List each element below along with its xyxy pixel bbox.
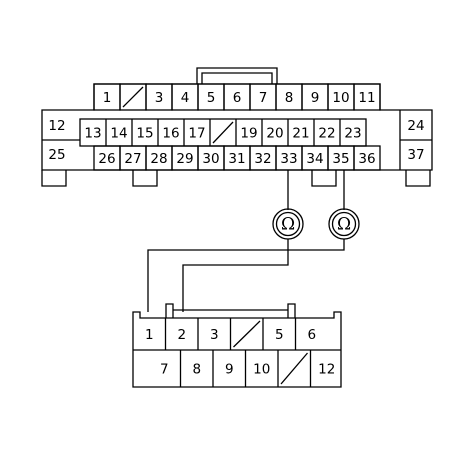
wire-meter2-to-pin1 bbox=[147, 239, 345, 312]
upper-foot-middle bbox=[132, 170, 158, 187]
lower-row1-cells: 1 2 3 5 6 bbox=[145, 318, 316, 350]
lower-row1-pin-2-label: 2 bbox=[177, 327, 186, 343]
upper-foot-right-end bbox=[405, 170, 431, 187]
upper-row1-pin-8-label: 8 bbox=[285, 90, 294, 106]
lower-latch-bar bbox=[165, 303, 296, 318]
upper-row3-pin-34-label: 34 bbox=[306, 151, 323, 167]
upper-foot-right bbox=[311, 170, 337, 187]
upper-row1-pin-10-label: 10 bbox=[332, 90, 349, 106]
lower-row1-pin-6-label: 6 bbox=[307, 327, 316, 343]
upper-row2-pin-19-label: 19 bbox=[240, 126, 257, 142]
lower-row1-pin-3-label: 3 bbox=[210, 327, 219, 343]
lower-row2-pin-9-label: 9 bbox=[225, 362, 234, 378]
upper-row2-pin-16-label: 16 bbox=[162, 126, 179, 142]
ohmmeter-2-symbol: Ω bbox=[337, 215, 351, 235]
upper-row2-pin-21-label: 21 bbox=[292, 126, 309, 142]
upper-row3-pin-32-label: 32 bbox=[254, 151, 271, 167]
upper-row3-pin-28-label: 28 bbox=[150, 151, 167, 167]
upper-row3-pin-26-label: 26 bbox=[98, 151, 115, 167]
upper-row1-pin-5-label: 5 bbox=[207, 90, 216, 106]
pin-24-label: 24 bbox=[407, 118, 424, 134]
lower-row2-pin-12-label: 12 bbox=[318, 362, 335, 378]
lower-row2-unused-pin-slash bbox=[280, 352, 308, 385]
upper-row3-pin-36-label: 36 bbox=[358, 151, 375, 167]
upper-row3-cell bbox=[353, 145, 381, 171]
upper-lock-tab bbox=[196, 67, 278, 84]
lower-row1-pin-1-label: 1 bbox=[145, 327, 154, 343]
upper-row3-pin-33-label: 33 bbox=[280, 151, 297, 167]
upper-row2-pin-22-label: 22 bbox=[318, 126, 335, 142]
lower-housing-outline bbox=[132, 311, 342, 388]
ohmmeter-1-symbol: Ω bbox=[281, 215, 295, 235]
lower-row2-pin-7-label: 7 bbox=[160, 362, 169, 378]
upper-row3-pin-31-label: 31 bbox=[228, 151, 245, 167]
upper-row2-pin-15-label: 15 bbox=[136, 126, 153, 142]
upper-row2-pin-17-label: 17 bbox=[188, 126, 205, 142]
pin-37-label: 37 bbox=[407, 147, 424, 163]
upper-row3-cells: 26 27 28 29 30 31 32 33 34 35 36 bbox=[93, 145, 381, 171]
upper-row1-pin-7-label: 7 bbox=[259, 90, 268, 106]
upper-row2-pin-20-label: 20 bbox=[266, 126, 283, 142]
upper-foot-left bbox=[41, 170, 67, 187]
upper-row1-unused-pin-slash bbox=[122, 86, 144, 108]
upper-row3-pin-29-label: 29 bbox=[176, 151, 193, 167]
upper-row1-pin-6-label: 6 bbox=[233, 90, 242, 106]
ohmmeter-1-inner-ring bbox=[275, 211, 301, 237]
upper-row1-cells: 1 3 4 5 6 7 8 9 10 11 bbox=[93, 83, 381, 111]
lower-row2-pin-10-label: 10 bbox=[253, 362, 270, 378]
meter-wiring: Ω Ω bbox=[147, 170, 360, 312]
ohmmeter-2: Ω bbox=[328, 208, 360, 240]
lower-row1-pin-5-label: 5 bbox=[275, 327, 284, 343]
upper-row2-pin-14-label: 14 bbox=[110, 126, 127, 142]
lower-row2-pin-8-label: 8 bbox=[192, 362, 201, 378]
upper-row2-pin-23-label: 23 bbox=[344, 126, 361, 142]
upper-row3-pin-30-label: 30 bbox=[202, 151, 219, 167]
upper-row3-pin-27-label: 27 bbox=[124, 151, 141, 167]
pin-25-label: 25 bbox=[48, 147, 65, 163]
upper-row1-pin-9-label: 9 bbox=[311, 90, 320, 106]
ohmmeter-2-inner-ring bbox=[331, 211, 357, 237]
upper-row1-pin-4-label: 4 bbox=[181, 90, 190, 106]
upper-row2-pin-13-label: 13 bbox=[84, 126, 101, 142]
pin-12-label: 12 bbox=[48, 118, 65, 134]
upper-row1-pin-3-label: 3 bbox=[155, 90, 164, 106]
upper-row1-pin-11-label: 11 bbox=[358, 90, 375, 106]
lower-row2-cells: 7 8 9 10 12 bbox=[160, 350, 335, 387]
upper-row2-cells: 13 14 15 16 17 19 20 21 22 23 bbox=[84, 119, 362, 146]
wire-meter1-to-pin2 bbox=[182, 239, 289, 312]
upper-row1-cell bbox=[353, 83, 381, 111]
upper-row2-unused-pin-slash bbox=[212, 121, 234, 144]
ohmmeter-1: Ω bbox=[272, 208, 304, 240]
upper-row1-pin-1-label: 1 bbox=[103, 90, 112, 106]
upper-row3-pin-35-label: 35 bbox=[332, 151, 349, 167]
lower-row1-unused-pin-slash bbox=[233, 320, 261, 348]
